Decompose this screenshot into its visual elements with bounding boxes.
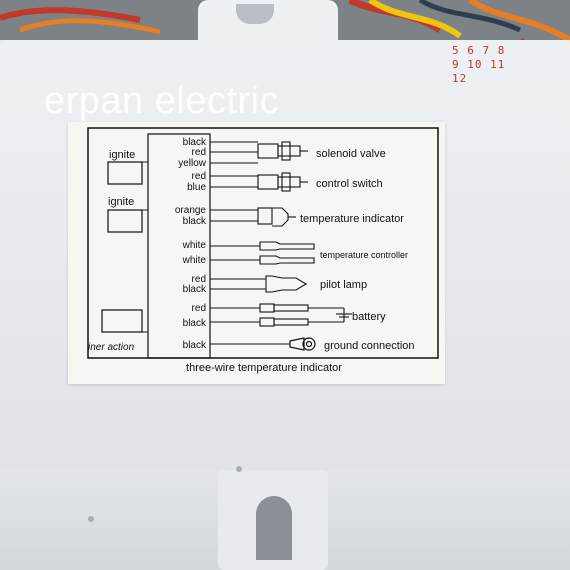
component-label: pilot lamp xyxy=(320,279,367,291)
solenoid-connector-icon xyxy=(257,141,308,161)
wire-label: red xyxy=(192,274,206,285)
wire-label: orange xyxy=(175,205,207,216)
screw-icon xyxy=(88,516,94,522)
component-label: temperature controller xyxy=(320,250,408,260)
temp-controller-terminal-icon xyxy=(259,241,315,265)
wire-label: black xyxy=(183,340,207,351)
wire-label: black xyxy=(183,318,207,329)
wire-label: red xyxy=(192,303,206,314)
switch-connector-icon xyxy=(257,172,308,192)
pilot-lamp-icon xyxy=(265,275,308,293)
ground-ring-icon xyxy=(289,337,316,351)
date-stamp: 5 6 7 8 9 10 11 12 xyxy=(452,44,524,85)
wire-label: blue xyxy=(187,182,206,193)
ignite-label-1: ignite xyxy=(109,149,135,161)
watermark-text: erpan electric xyxy=(44,80,280,122)
stamp-line-1: 5 6 7 8 xyxy=(452,44,506,57)
action-box xyxy=(101,309,143,333)
stamp-line-2: 9 10 11 12 xyxy=(452,58,506,85)
wire-label: black xyxy=(183,137,207,148)
wiring-diagram: ignite ignite iner action black red yell… xyxy=(87,127,439,374)
ignite-label-2: ignite xyxy=(108,196,134,208)
diagram-caption: three-wire temperature indicator xyxy=(186,362,342,374)
wiring-label: ignite ignite iner action black red yell… xyxy=(68,122,445,384)
temp-indicator-plug-icon xyxy=(257,207,296,227)
ignite-box-2 xyxy=(107,209,143,233)
mounting-tab-top xyxy=(198,0,338,52)
component-label: solenoid valve xyxy=(316,148,386,160)
wire-label: red xyxy=(192,147,206,158)
action-label: iner action xyxy=(88,342,135,353)
component-label: battery xyxy=(352,311,386,323)
component-label: ground connection xyxy=(324,340,415,352)
wire-label: red xyxy=(192,171,206,182)
battery-terminal-icon xyxy=(259,303,352,327)
wire-label: black xyxy=(183,216,207,227)
mounting-tab-bottom xyxy=(218,470,328,570)
ignite-box-1 xyxy=(107,161,143,185)
wire-label: white xyxy=(182,240,207,251)
component-label: control switch xyxy=(316,178,383,190)
wire-label: black xyxy=(183,284,207,295)
wire-label: yellow xyxy=(178,158,207,169)
wire-label: white xyxy=(182,255,207,266)
component-label: temperature indicator xyxy=(300,213,404,225)
screw-icon xyxy=(236,466,242,472)
